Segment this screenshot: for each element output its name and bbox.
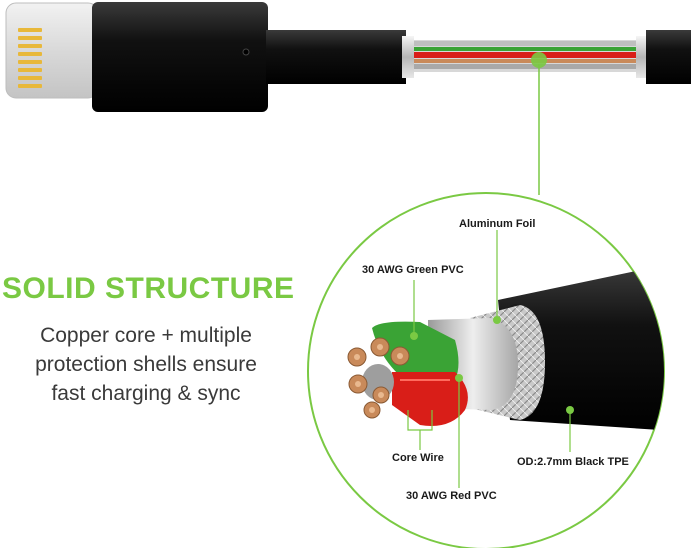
lightning-plug bbox=[5, 2, 99, 99]
tagline-line: fast charging & sync bbox=[51, 382, 241, 405]
tagline-line: protection shells ensure bbox=[35, 353, 257, 376]
cable-jacket-right bbox=[646, 30, 691, 84]
label-black-tpe: OD:2.7mm Black TPE bbox=[517, 456, 629, 468]
callout-dots bbox=[410, 316, 574, 414]
label-green-pvc: 30 AWG Green PVC bbox=[362, 264, 464, 276]
connector-housing bbox=[92, 2, 268, 112]
label-red-pvc: 30 AWG Red PVC bbox=[406, 490, 497, 502]
headline: SOLID STRUCTURE bbox=[2, 272, 295, 305]
zoom-pointer-dot bbox=[531, 52, 547, 68]
tagline: Copper core + multiple protection shells… bbox=[0, 321, 292, 408]
label-core-wire: Core Wire bbox=[392, 452, 444, 464]
cable-jacket-left bbox=[266, 30, 406, 84]
exposed-cable-section bbox=[402, 36, 648, 78]
callout-lines bbox=[407, 230, 571, 488]
tagline-line: Copper core + multiple bbox=[40, 324, 252, 347]
label-aluminum-foil: Aluminum Foil bbox=[459, 218, 536, 230]
